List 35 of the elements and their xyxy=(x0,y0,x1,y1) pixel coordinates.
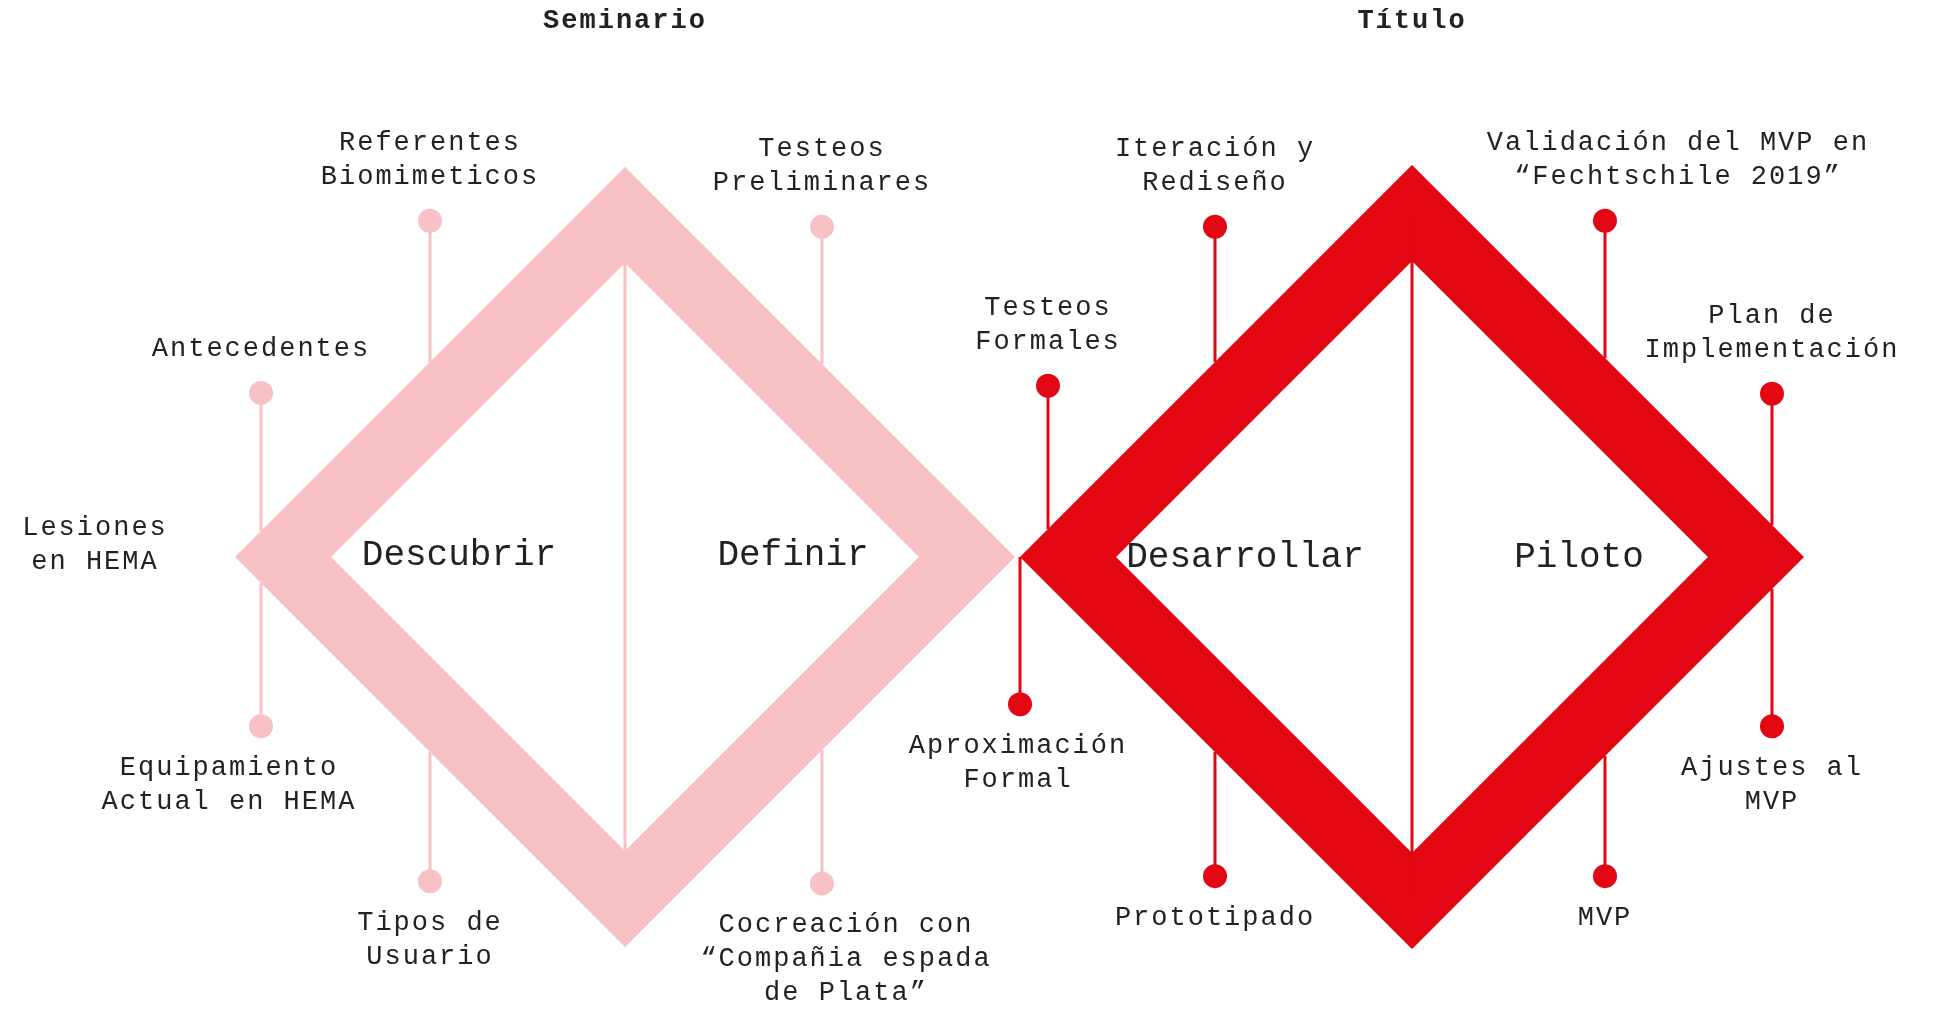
leader-line xyxy=(1036,373,1060,529)
phase-label: Piloto xyxy=(1514,536,1644,578)
leader-line xyxy=(418,752,442,894)
leader-line xyxy=(418,208,442,362)
activity-label: Plan de Implementación xyxy=(1624,300,1920,368)
leader-line xyxy=(810,214,834,364)
leader-line xyxy=(1203,752,1227,889)
activity-label: Prototipado xyxy=(1114,902,1316,936)
note-label: Lesiones en HEMA xyxy=(21,512,169,579)
section-heading: Seminario xyxy=(543,5,707,39)
section-heading: Título xyxy=(1357,5,1467,39)
phase-label: Desarrollar xyxy=(1126,536,1364,578)
activity-label: MVP xyxy=(1577,902,1633,936)
phase-label: Descubrir xyxy=(361,534,557,576)
leader-line xyxy=(810,750,834,896)
leader-line xyxy=(1593,208,1617,358)
activity-label: Tipos de Usuario xyxy=(337,907,523,975)
activity-label: Aproximación Formal xyxy=(888,730,1148,798)
phase-label: Definir xyxy=(717,534,869,576)
leader-line xyxy=(1203,214,1227,362)
activity-label: Ajustes al MVP xyxy=(1661,752,1883,820)
leader-line xyxy=(1008,557,1032,717)
leader-line xyxy=(1760,589,1784,739)
activity-label: Antecedentes xyxy=(151,333,371,367)
leader-line xyxy=(1593,756,1617,889)
activity-label: Referentes Biomimeticos xyxy=(300,127,560,195)
activity-label: Validación del MVP en “Fechtschile 2019” xyxy=(1465,127,1891,195)
leader-line xyxy=(249,583,273,739)
leader-line xyxy=(1760,381,1784,525)
activity-label: Equipamiento Actual en HEMA xyxy=(81,752,377,820)
activity-label: Iteración y Rediseño xyxy=(1094,133,1336,201)
leader-line xyxy=(249,380,273,531)
activity-label: Testeos Preliminares xyxy=(692,133,952,201)
activity-label: Cocreación con “Compañia espada de Plata” xyxy=(679,909,1013,1011)
activity-label: Testeos Formales xyxy=(955,292,1141,360)
